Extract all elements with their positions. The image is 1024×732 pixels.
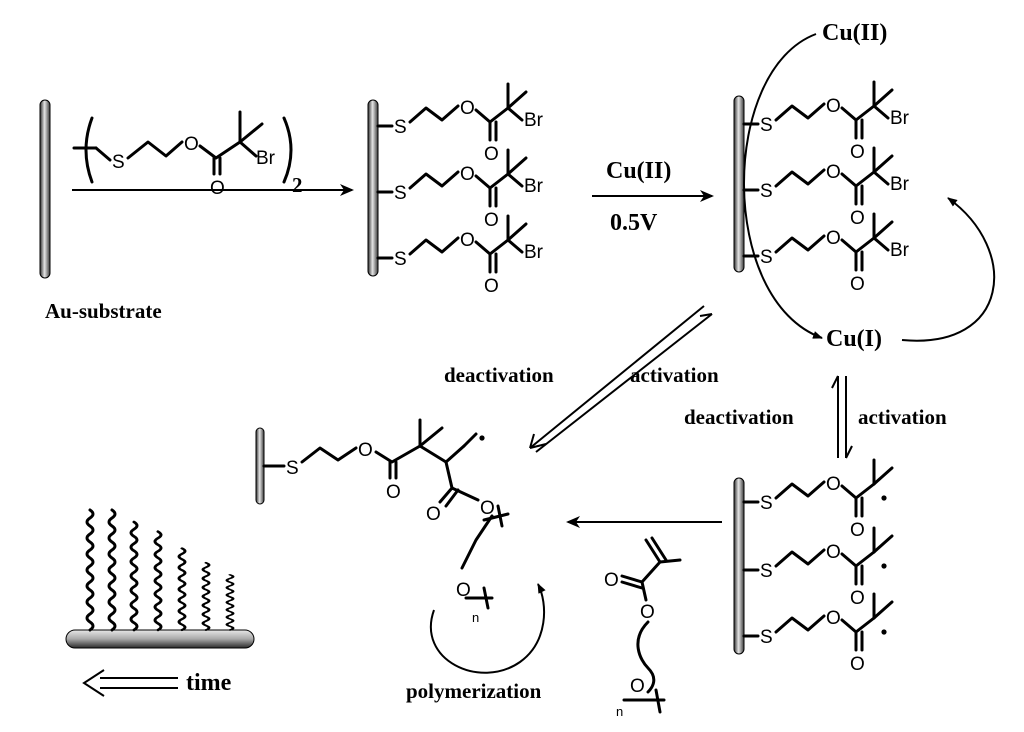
svg-text:S: S [112, 152, 125, 173]
equilibrium-right [831, 375, 853, 459]
cu-i-label: Cu(I) [826, 326, 882, 352]
deactivation-right-label: deactivation [684, 405, 794, 429]
svg-text:O: O [640, 602, 655, 623]
radical-substrate [733, 458, 894, 677]
svg-text:Br: Br [256, 148, 276, 169]
svg-text:n: n [616, 704, 623, 719]
svg-text:O: O [386, 482, 401, 503]
svg-text:S: S [286, 458, 299, 479]
initiator-substrate-cu [733, 80, 912, 297]
disulfide-initiator: S O O Br 2 [72, 110, 303, 199]
au-substrate-label: Au-substrate [45, 299, 162, 323]
svg-text:O: O [480, 498, 495, 519]
equilibrium-left [529, 305, 713, 453]
svg-text:2: 2 [292, 173, 303, 197]
polymerization-label: polymerization [406, 679, 542, 703]
activation-right-label: activation [858, 405, 947, 429]
svg-text:O: O [604, 570, 619, 591]
cu-ii-reagent-label: Cu(II) [606, 158, 671, 184]
activation-left-label: activation [630, 363, 719, 387]
cu-ii-label: Cu(II) [822, 20, 887, 46]
deactivation-left-label: deactivation [444, 363, 554, 387]
polymerization-cycle [429, 583, 546, 674]
polymer-brush-gradient [65, 508, 255, 649]
propagating-chain: S O O O O O n [255, 418, 510, 625]
monomer: O O O n [604, 536, 682, 719]
time-label: time [186, 670, 232, 696]
svg-text:O: O [184, 134, 199, 155]
svg-text:O: O [630, 676, 645, 697]
voltage-label: 0.5V [610, 210, 658, 236]
svg-text:O: O [426, 504, 441, 525]
arc-cu-ii-to-cu-i [743, 33, 823, 339]
svg-text:O: O [358, 440, 373, 461]
au-substrate-bare [39, 99, 51, 279]
svg-text:O: O [456, 580, 471, 601]
initiator-substrate [367, 82, 546, 299]
time-arrow [82, 669, 178, 697]
svg-text:O: O [210, 178, 225, 199]
arc-cu-i-to-cu-ii [901, 197, 996, 342]
svg-text:n: n [472, 610, 479, 625]
